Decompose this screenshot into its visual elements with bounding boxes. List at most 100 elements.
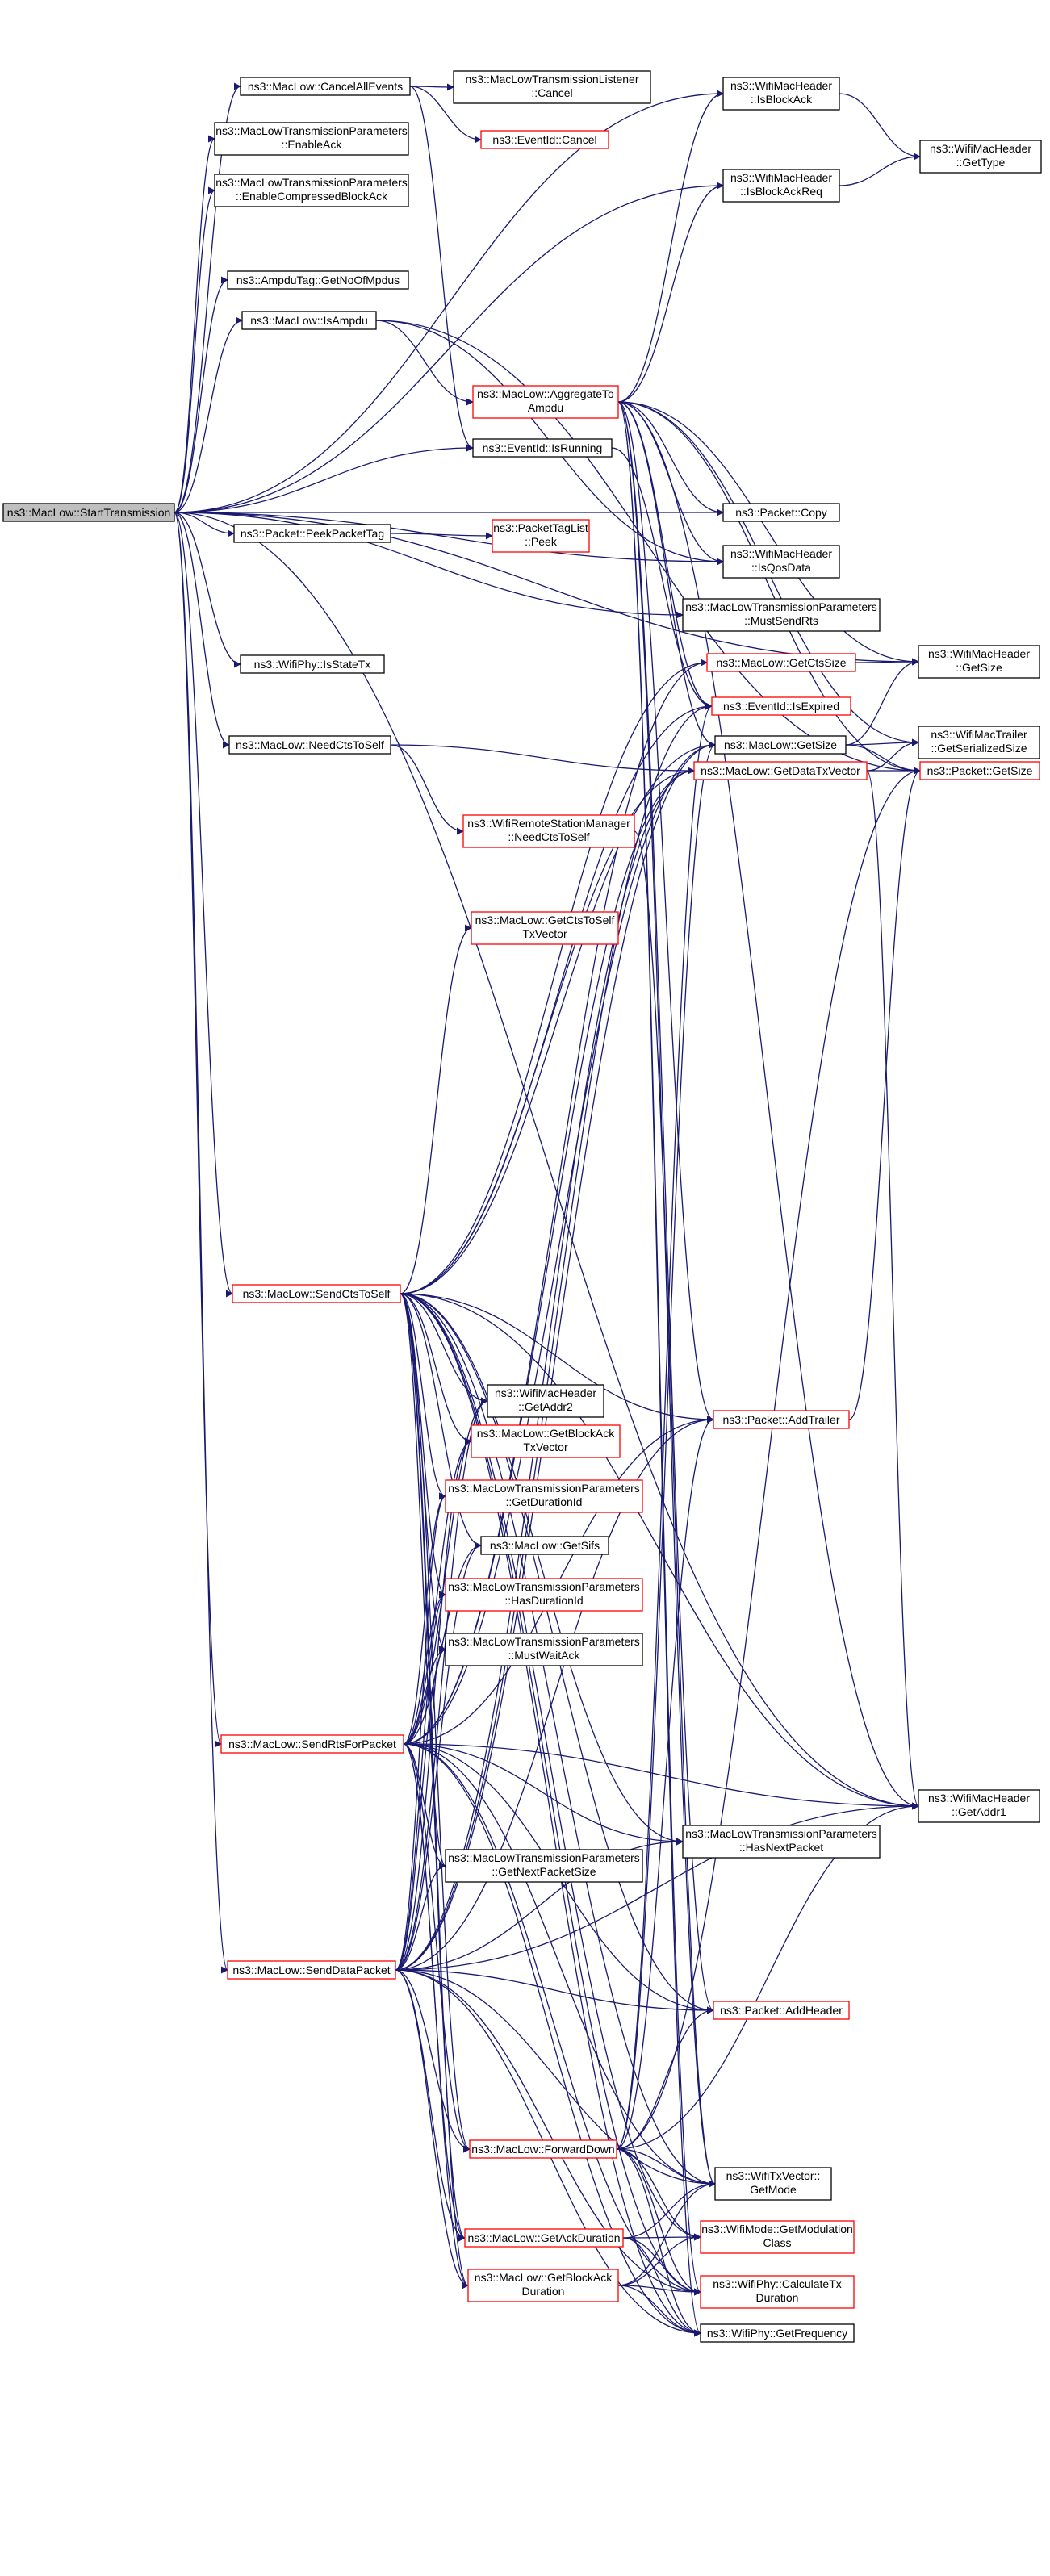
node-enableAck[interactable]: ns3::MacLowTransmissionParameters::Enabl… <box>214 122 409 156</box>
node-box <box>714 2167 832 2201</box>
edge-root-to-isBlockAck <box>174 90 724 513</box>
node-getFreq[interactable]: ns3::WifiPhy::GetFrequency <box>700 2323 855 2343</box>
edge-aggregate-to-getFreq <box>617 401 701 2337</box>
node-ackDuration[interactable]: ns3::MacLow::GetAckDuration <box>464 2228 624 2248</box>
node-isQosData[interactable]: ns3::WifiMacHeader::IsQosData <box>722 545 840 579</box>
node-label: ns3::WifiPhy::IsStateTx <box>254 658 371 671</box>
edge-sendCts-to-macGetSize <box>400 741 716 1294</box>
node-label: ns3::MacLow::GetSifs <box>490 1539 600 1552</box>
node-label: ns3::MacLow::GetDataTxVector <box>701 764 860 777</box>
edge-needCts-to-rsmNeedCts <box>390 744 464 835</box>
node-box <box>228 735 391 755</box>
edge-ackDuration-to-calcTxDur <box>622 2237 701 2296</box>
edge-aggregate-to-getAddr1 <box>617 401 919 1810</box>
edge-aggregate-to-packetCopy <box>617 401 724 516</box>
node-trailerSize[interactable]: ns3::WifiMacTrailer::GetSerializedSize <box>918 726 1040 759</box>
edge-forwardDown-to-getMode <box>616 2148 716 2188</box>
node-label: ::MustWaitAck <box>508 1649 581 1662</box>
node-listenerCancel[interactable]: ns3::MacLowTransmissionListener::Cancel <box>453 70 651 104</box>
node-mustSendRts[interactable]: ns3::MacLowTransmissionParameters::MustS… <box>682 598 881 632</box>
node-hdrGetSize[interactable]: ns3::WifiMacHeader::GetSize <box>918 645 1040 679</box>
node-needCts[interactable]: ns3::MacLow::NeedCtsToSelf <box>228 735 391 755</box>
node-isBlockAck[interactable]: ns3::WifiMacHeader::IsBlockAck <box>722 77 840 111</box>
node-isStateTx[interactable]: ns3::WifiPhy::IsStateTx <box>240 654 385 674</box>
node-getNextPktSize[interactable]: ns3::MacLowTransmissionParameters::GetNe… <box>445 1849 643 1883</box>
node-packetCopy[interactable]: ns3::Packet::Copy <box>722 503 840 522</box>
edge-sendRts-to-baTxVector <box>403 1437 472 1745</box>
edge-sendCts-to-dataTxVector <box>400 767 695 1294</box>
node-box <box>232 1284 401 1303</box>
edge-root-to-needCts <box>174 512 230 749</box>
node-box <box>480 1536 609 1555</box>
node-label: ::IsBlockAckReq <box>740 185 822 198</box>
node-box <box>487 1384 604 1418</box>
edge-sendRts-to-macGetSize <box>403 741 716 1745</box>
node-sendData[interactable]: ns3::MacLow::SendDataPacket <box>227 1960 396 1980</box>
node-root[interactable]: ns3::MacLow::StartTransmission <box>2 503 175 522</box>
edge-baDuration-to-getMode <box>617 2180 716 2286</box>
node-label: ::GetNextPacketSize <box>492 1865 596 1878</box>
edge-forwardDown-to-getFreq <box>616 2148 701 2337</box>
node-tagListPeek[interactable]: ns3::PacketTagList::Peek <box>492 519 590 553</box>
node-ampduTag[interactable]: ns3::AmpduTag::GetNoOfMpdus <box>227 270 409 290</box>
node-cancelAll[interactable]: ns3::MacLow::CancelAllEvents <box>240 77 411 96</box>
node-isAmpdu[interactable]: ns3::MacLow::IsAmpdu <box>241 311 377 330</box>
edge-ackDuration-to-getMode <box>622 2180 716 2239</box>
node-box <box>682 1825 881 1859</box>
edge-addTrailer-to-pktGetSize <box>848 767 921 1420</box>
node-label: ns3::WifiMacTrailer <box>931 728 1027 741</box>
node-mustWaitAck[interactable]: ns3::MacLowTransmissionParameters::MustW… <box>445 1633 643 1666</box>
node-enableCBA[interactable]: ns3::MacLowTransmissionParameters::Enabl… <box>214 174 409 207</box>
node-getDurId[interactable]: ns3::MacLowTransmissionParameters::GetDu… <box>445 1479 643 1513</box>
node-getType[interactable]: ns3::WifiMacHeader::GetType <box>919 140 1042 174</box>
node-label: ns3::Packet::AddHeader <box>720 2004 843 2017</box>
node-box <box>713 2001 850 2020</box>
node-box <box>233 524 391 543</box>
node-rsmNeedCts[interactable]: ns3::WifiRemoteStationManager::NeedCtsTo… <box>462 814 635 848</box>
edge-sendRts-to-forwardDown <box>403 1743 471 2153</box>
edge-aggregate-to-pktGetSize <box>617 401 921 775</box>
node-getAddr2[interactable]: ns3::WifiMacHeader::GetAddr2 <box>487 1384 604 1418</box>
edge-sendData-to-macGetSize <box>395 741 716 1971</box>
node-peekTag[interactable]: ns3::Packet::PeekPacketTag <box>233 524 391 543</box>
node-addHeader[interactable]: ns3::Packet::AddHeader <box>713 2001 850 2020</box>
nodes-layer: ns3::MacLow::StartTransmissionns3::MacLo… <box>2 70 1042 2343</box>
node-addTrailer[interactable]: ns3::Packet::AddTrailer <box>713 1410 850 1429</box>
node-box <box>919 140 1042 174</box>
node-isExpired[interactable]: ns3::EventId::IsExpired <box>711 696 851 716</box>
edge-sendData-to-mustWaitAck <box>395 1646 446 1971</box>
node-macGetSize[interactable]: ns3::MacLow::GetSize <box>714 735 847 755</box>
node-isRunning[interactable]: ns3::EventId::IsRunning <box>472 438 613 458</box>
node-label: ::IsQosData <box>751 561 811 574</box>
node-label: Duration <box>756 2291 799 2304</box>
node-eventCancel[interactable]: ns3::EventId::Cancel <box>480 130 609 149</box>
node-hasNextPkt[interactable]: ns3::MacLowTransmissionParameters::HasNe… <box>682 1825 881 1859</box>
node-sendCts[interactable]: ns3::MacLow::SendCtsToSelf <box>232 1284 401 1303</box>
node-isBlockAckReq[interactable]: ns3::WifiMacHeader::IsBlockAckReq <box>722 169 840 203</box>
edge-root-to-mustSendRts <box>174 512 684 619</box>
node-sendRts[interactable]: ns3::MacLow::SendRtsForPacket <box>220 1734 404 1754</box>
node-hasDurId[interactable]: ns3::MacLowTransmissionParameters::HasDu… <box>445 1578 643 1612</box>
node-getMode[interactable]: ns3::WifiTxVector::GetMode <box>714 2167 832 2201</box>
node-dataTxVector[interactable]: ns3::MacLow::GetDataTxVector <box>693 761 868 780</box>
edge-aggregate-to-addHeader <box>617 401 714 2014</box>
node-forwardDown[interactable]: ns3::MacLow::ForwardDown <box>469 2139 617 2159</box>
node-getSifs[interactable]: ns3::MacLow::GetSifs <box>480 1536 609 1555</box>
edge-forwardDown-to-isExpired <box>616 702 713 2150</box>
node-getAddr1[interactable]: ns3::WifiMacHeader::GetAddr1 <box>918 1789 1040 1823</box>
node-box <box>445 1849 643 1883</box>
edge-sendData-to-ackDuration <box>395 1969 466 2242</box>
node-label: ns3::WifiMacHeader <box>730 171 832 184</box>
node-box <box>227 270 409 290</box>
node-label: ns3::MacLow::NeedCtsToSelf <box>236 738 384 751</box>
node-label: ns3::MacLow::IsAmpdu <box>250 314 368 327</box>
node-pktGetSize[interactable]: ns3::Packet::GetSize <box>919 761 1040 780</box>
node-getCtsSize[interactable]: ns3::MacLow::GetCtsSize <box>706 653 856 672</box>
